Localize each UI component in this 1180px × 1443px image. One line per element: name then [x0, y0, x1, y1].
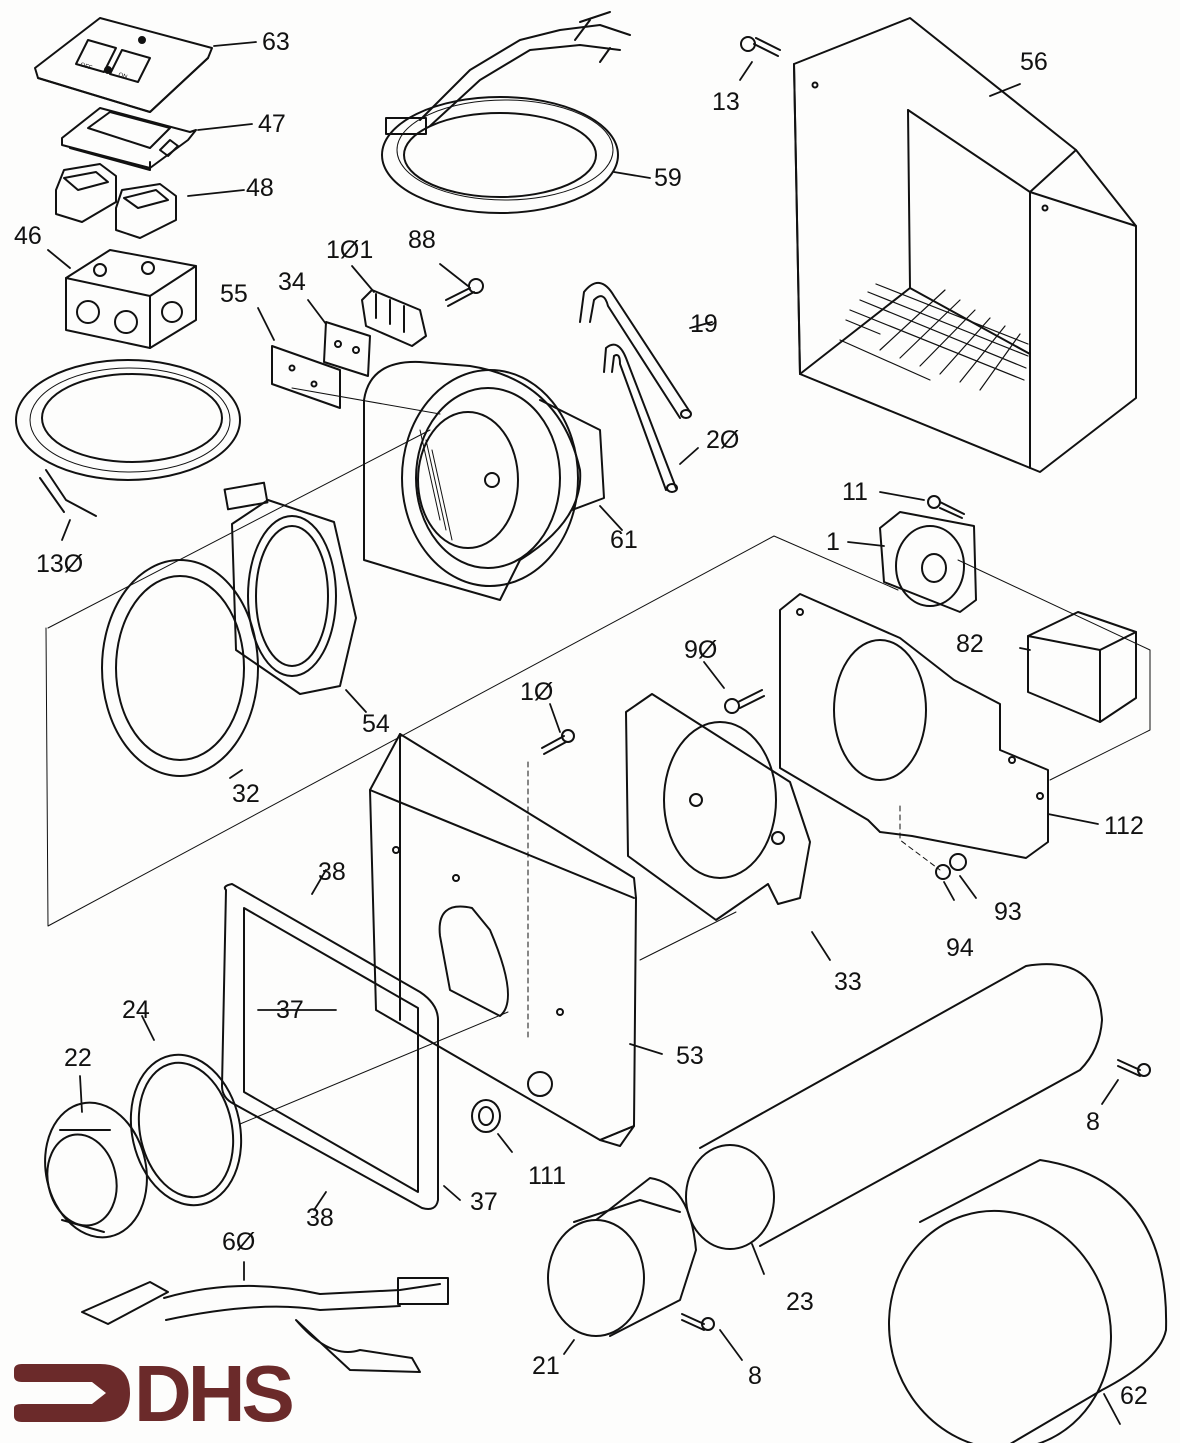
callout-37-right: 37 [470, 1188, 498, 1216]
callout-20: 2Ø [706, 426, 740, 454]
callout-60: 6Ø [222, 1228, 256, 1256]
callout-112: 112 [1104, 812, 1144, 840]
callout-63: 63 [262, 28, 290, 56]
part-82-module [1027, 611, 1137, 723]
part-53-chassis [369, 733, 637, 1147]
part-94-washer [935, 864, 951, 880]
part-46-junction-box [65, 249, 197, 349]
arrow-logo-icon [14, 1364, 130, 1422]
callout-38-top: 38 [318, 858, 346, 886]
part-37-38-trim-frame [221, 883, 439, 1210]
callout-34: 34 [278, 268, 306, 296]
logo-text: DHS [134, 1349, 295, 1438]
part-55-strip [271, 345, 341, 409]
part-88-screw [445, 278, 484, 307]
callout-62: 62 [1120, 1382, 1148, 1410]
part-61-blower [363, 360, 605, 601]
callout-56: 56 [1020, 48, 1048, 76]
part-21-coupler [547, 1177, 697, 1337]
part-22-vent-cap [44, 1101, 148, 1239]
callout-48: 48 [246, 174, 274, 202]
callout-leaders [47, 41, 1121, 1425]
part-11-screw [927, 495, 965, 519]
callout-8-right: 8 [1086, 1108, 1100, 1136]
callout-46: 46 [14, 222, 42, 250]
callout-111: 111 [528, 1162, 567, 1190]
callout-19: 19 [690, 310, 718, 338]
plate-on-text: ON [117, 72, 127, 80]
callout-33: 33 [834, 968, 862, 996]
callout-88: 88 [408, 226, 436, 254]
callout-47: 47 [258, 110, 286, 138]
part-32-gasket [101, 559, 259, 777]
callout-32: 32 [232, 780, 260, 808]
callout-23: 23 [786, 1288, 814, 1316]
part-19-hose [579, 282, 692, 419]
part-111-grommet [471, 1099, 501, 1133]
part-112-mount-plate [779, 593, 1049, 859]
part-20-hose [603, 343, 678, 493]
part-47-bracket [61, 107, 197, 171]
callout-90: 9Ø [684, 636, 718, 664]
callout-24: 24 [122, 996, 150, 1024]
callout-101: 1Ø1 [326, 236, 374, 264]
callout-53: 53 [676, 1042, 704, 1070]
callout-11: 11 [842, 478, 868, 506]
part-59-harness [381, 11, 631, 214]
part-33-gasket [625, 693, 811, 921]
callout-93: 93 [994, 898, 1022, 926]
plate-off-text: OFF [79, 62, 93, 72]
callout-55: 55 [220, 280, 248, 308]
callout-10: 1Ø [520, 678, 554, 706]
part-56-cabinet [793, 17, 1137, 473]
dhs-logo: DHS [14, 1354, 314, 1434]
callout-82: 82 [956, 630, 984, 658]
callout-37-left: 37 [276, 996, 304, 1024]
part-90-screw [724, 689, 765, 714]
part-93-nut [949, 853, 967, 871]
part-8-screw-b [681, 1313, 715, 1331]
part-48-switches [55, 163, 177, 239]
callout-59: 59 [654, 164, 682, 192]
callout-1: 1 [826, 528, 840, 556]
callout-13: 13 [712, 88, 740, 116]
part-60-internal-harness [81, 1277, 449, 1373]
callout-8-bottom: 8 [748, 1362, 762, 1390]
callout-94: 94 [946, 934, 974, 962]
part-23-pipe [685, 963, 1103, 1250]
part-62-sleeve [888, 1159, 1168, 1443]
part-13-screw [740, 36, 781, 57]
part-24-gasket [129, 1053, 243, 1207]
callout-54: 54 [362, 710, 390, 738]
callout-38-bottom: 38 [306, 1204, 334, 1232]
callout-22: 22 [64, 1044, 92, 1072]
part-8-screw-a [1117, 1059, 1151, 1077]
part-10-screw [541, 729, 575, 755]
assembly-lines [45, 387, 1151, 1125]
callout-130: 13Ø [36, 550, 84, 578]
part-101-terminal-block [361, 289, 427, 347]
part-34-insulator [323, 321, 371, 377]
callout-21: 21 [532, 1352, 560, 1380]
part-130-power-cord [15, 359, 269, 517]
part-63-switch-plate: OFF ON [34, 17, 213, 113]
part-1-pressure-switch [879, 511, 977, 613]
part-54-gasket [231, 499, 357, 695]
callout-61: 61 [610, 526, 638, 554]
